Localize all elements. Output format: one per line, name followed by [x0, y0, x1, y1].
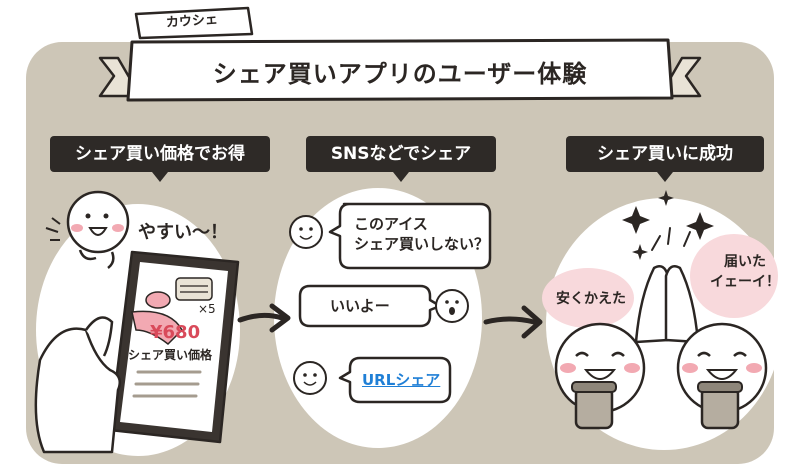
- step2-chat: [289, 202, 492, 404]
- price-label: ¥680: [150, 322, 201, 343]
- chat-message-1: このアイス シェア買いしない？: [354, 214, 489, 254]
- chat-message-1-line2: シェア買いしない？: [354, 235, 490, 253]
- step1-exclamation: やすい〜！: [138, 222, 228, 243]
- label2-pointer: [393, 172, 409, 182]
- high-five-lines: [651, 227, 691, 251]
- sparkles: [622, 190, 714, 260]
- step1-character: [45, 190, 130, 269]
- arrow-2-to-3: [483, 305, 543, 339]
- brand-tag-shape: [134, 6, 254, 40]
- high-five-hands: [634, 265, 700, 344]
- step3-right-bubble: [690, 234, 778, 318]
- label1-pointer: [152, 172, 168, 182]
- step3-right-text-line2: イェーイ！: [710, 274, 780, 290]
- chat-message-2: いいよー: [330, 297, 390, 315]
- step2-label: SNSなどでシェア: [306, 136, 496, 172]
- step1-phone: [108, 250, 240, 444]
- step3-left-text: 安くかえた: [556, 291, 626, 307]
- step3-right-text: 届いた イェーイ！: [710, 252, 780, 292]
- page-title: シェア買いアプリのユーザー体験: [212, 60, 588, 88]
- title-banner: [98, 38, 702, 102]
- arrow-1-to-2: [237, 303, 291, 333]
- step1-label: シェア買い価格でお得: [50, 136, 270, 172]
- step3-left-bubble: [542, 268, 634, 328]
- step3-label: シェア買いに成功: [566, 136, 764, 172]
- quantity-label: ×5: [198, 302, 216, 316]
- price-caption: シェア買い価格: [128, 348, 213, 362]
- label3-pointer: [657, 172, 673, 182]
- step3-right-text-line1: 届いた: [724, 254, 766, 270]
- chat-message-1-line1: このアイス: [354, 215, 428, 233]
- url-share-link[interactable]: URLシェア: [362, 371, 441, 389]
- step3-character-left: [554, 322, 646, 430]
- step3-character-right: [676, 322, 768, 430]
- step1-hand: [34, 316, 121, 454]
